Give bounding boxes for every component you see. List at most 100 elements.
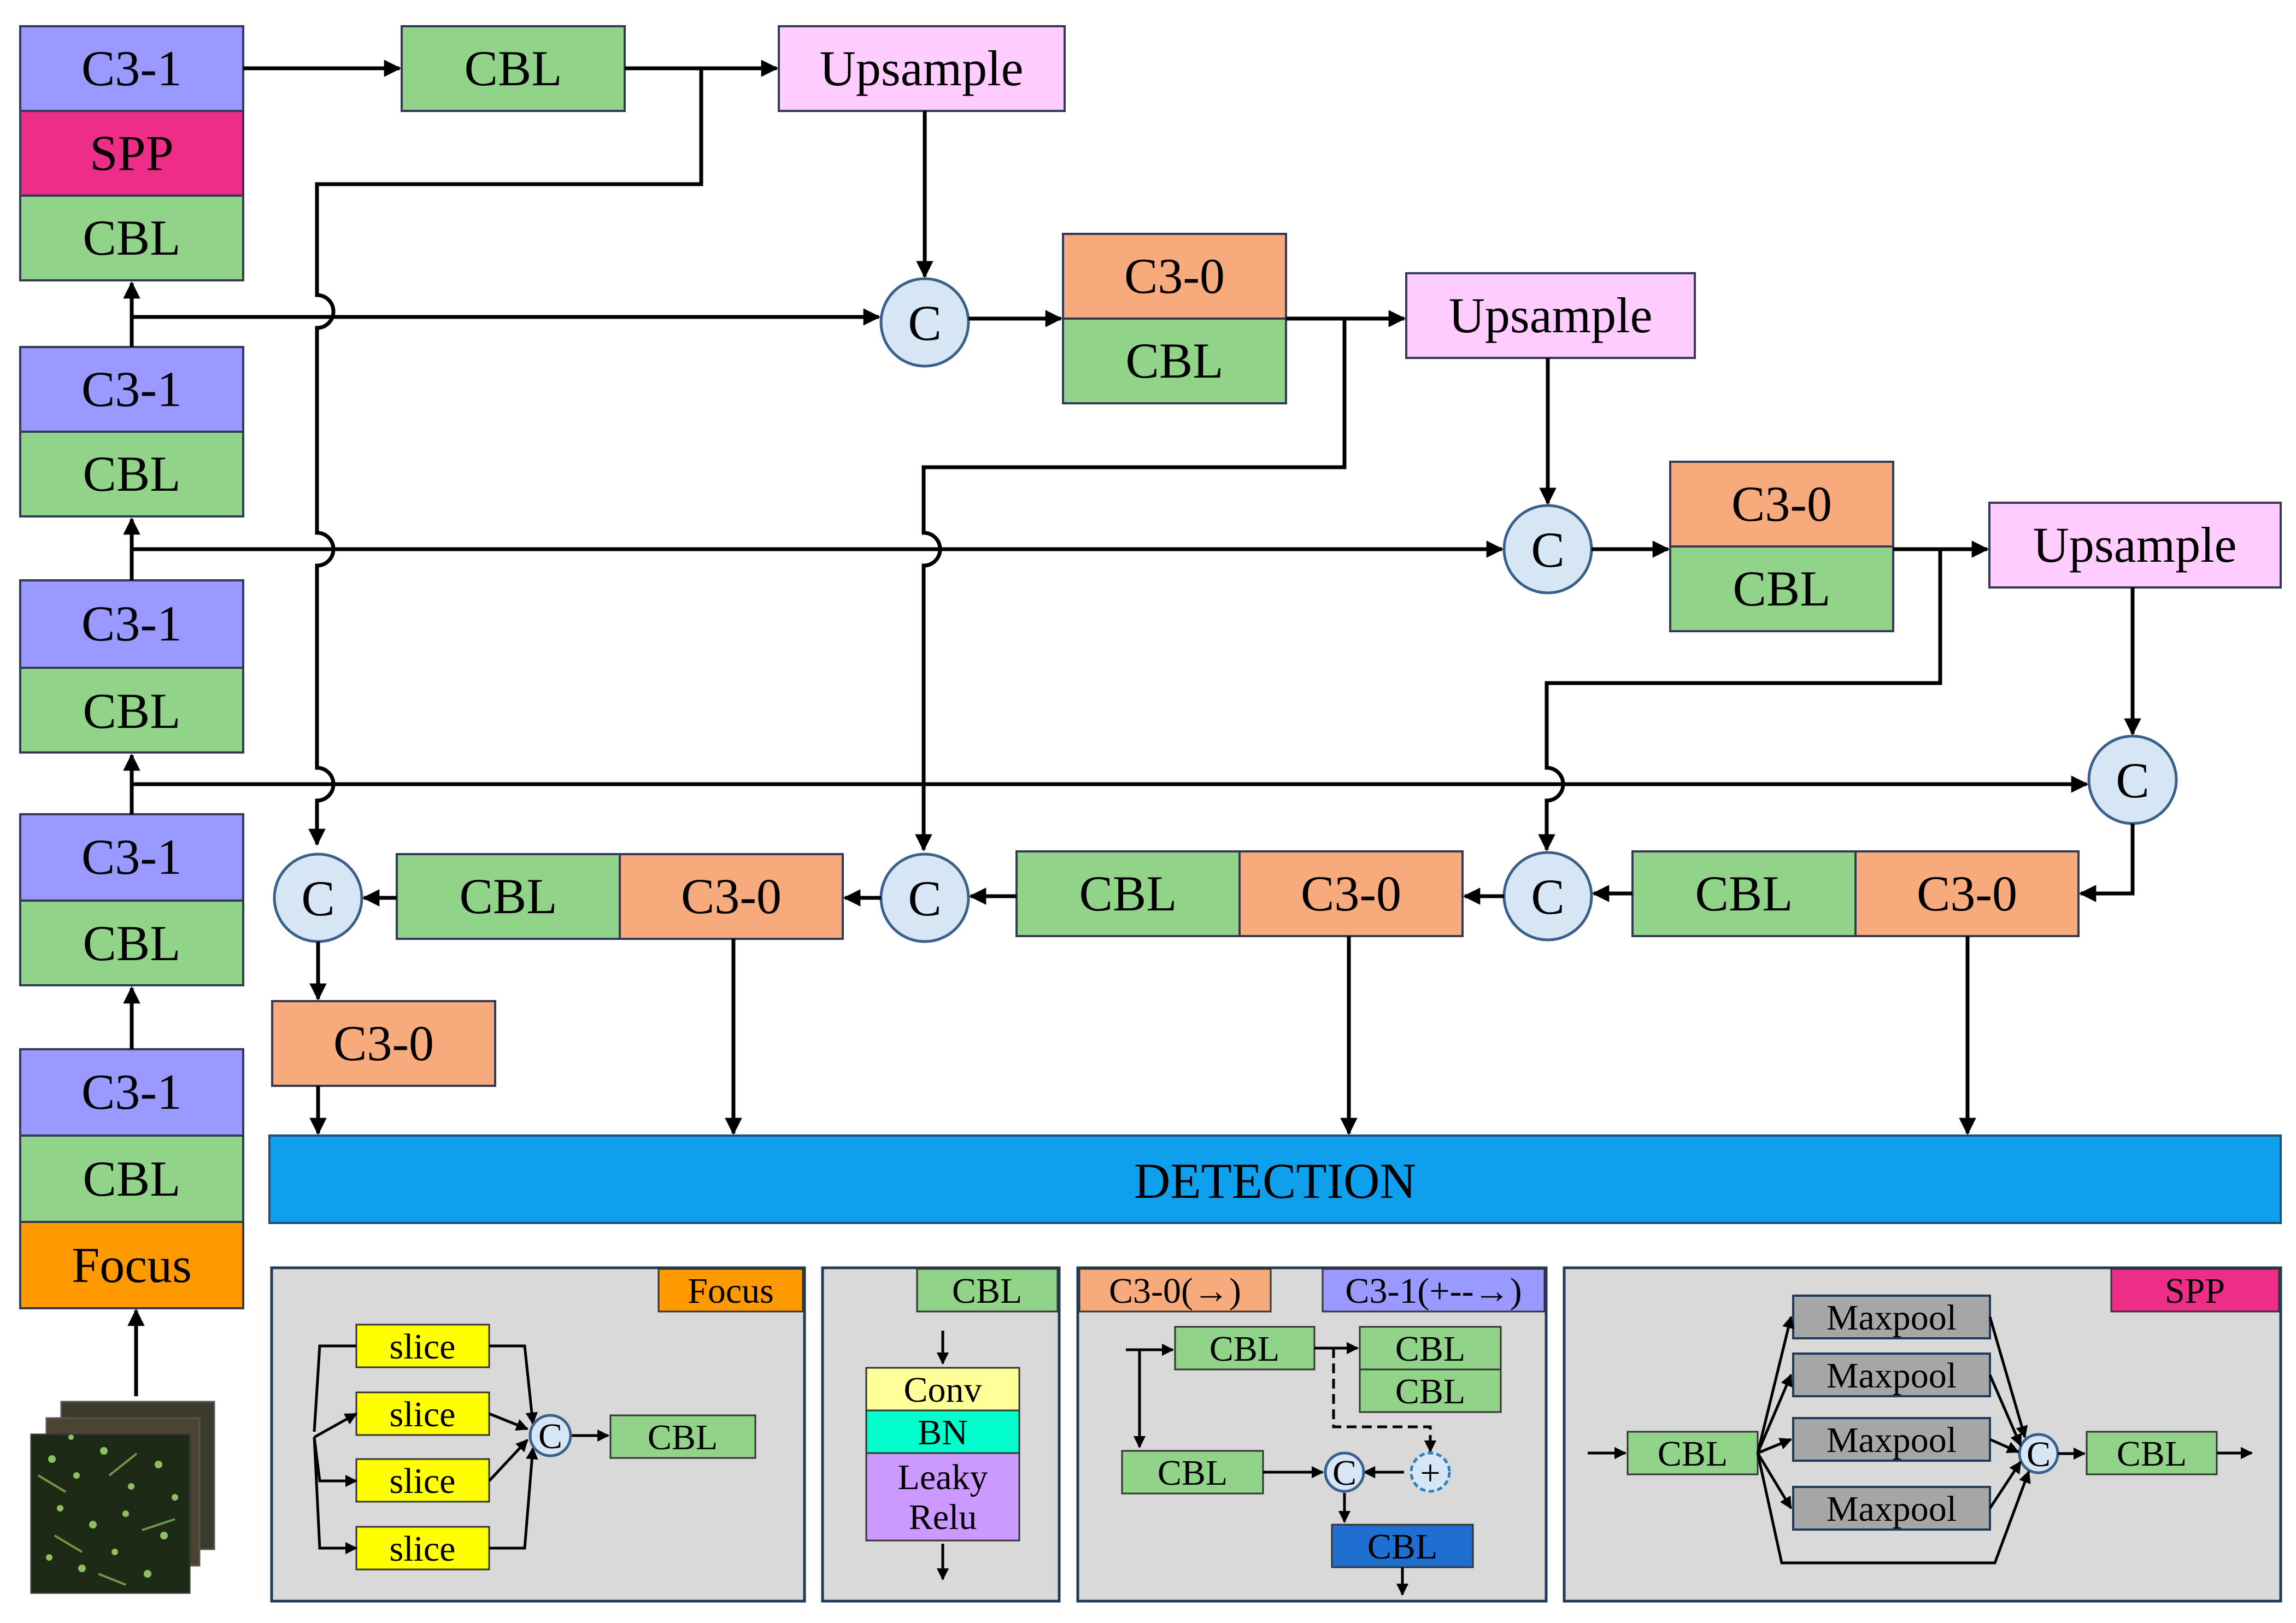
- legend-focus: Focus slice slice slice slice C CBL: [270, 1266, 806, 1603]
- head-c30-2: [1238, 850, 1464, 937]
- legend-spp-maxpool-3: Maxpool: [1827, 1420, 1957, 1460]
- backbone-focus-label: Focus: [72, 1237, 192, 1293]
- concat-3-label: C: [2116, 752, 2149, 808]
- legend-spp-title: SPP: [2165, 1271, 2225, 1311]
- backbone-cbl-1-label: CBL: [83, 210, 181, 266]
- backbone-c31-3-label: C3-1: [81, 596, 182, 651]
- backbone-c31-4-label: C3-1: [81, 829, 182, 885]
- neck-c30-1: [1062, 233, 1287, 320]
- legend-focus-slice-3: slice: [390, 1461, 456, 1501]
- head-c30-1-label: C3-0: [681, 868, 782, 924]
- head-c30-0-label: C3-0: [333, 1015, 434, 1071]
- legend-focus-slice-2: slice: [390, 1395, 456, 1434]
- input-image-stack: [30, 1401, 215, 1594]
- legend-focus-concat: C: [538, 1416, 562, 1456]
- head-cbl-3: [1631, 850, 1857, 937]
- upsample-1-label: Upsample: [819, 40, 1023, 96]
- backbone-cbl-5-label: CBL: [83, 1151, 181, 1207]
- backbone-cbl-1: [19, 195, 244, 281]
- legend-focus-slice-1: slice: [390, 1327, 456, 1367]
- backbone-cbl-2: [19, 431, 244, 518]
- head-c30-0: [271, 1000, 496, 1087]
- backbone-cbl-4: [19, 899, 244, 986]
- legend-c3-cbl-4: CBL: [1158, 1453, 1228, 1493]
- upsample-2-label: Upsample: [1448, 287, 1652, 343]
- legend-spp-cbl-in: CBL: [1658, 1434, 1728, 1474]
- legend-focus-cbl: CBL: [648, 1418, 718, 1457]
- backbone-c31-1-label: C3-1: [81, 40, 182, 96]
- legend-c3-cbl-1: CBL: [1209, 1329, 1279, 1369]
- upsample-2: [1405, 272, 1696, 359]
- head-cbl-3-label: CBL: [1695, 866, 1793, 921]
- concat-1: [879, 277, 970, 368]
- legend-cbl-relu: Relu: [909, 1497, 977, 1537]
- concat-5-label: C: [908, 871, 941, 926]
- legend-c3-title-c31: C3-1(+--→): [1345, 1271, 1522, 1311]
- upsample-3-label: Upsample: [2033, 517, 2236, 573]
- legend-spp-maxpool-4: Maxpool: [1827, 1489, 1957, 1529]
- legend-c3-cbl-2: CBL: [1395, 1329, 1465, 1369]
- neck-c30-1-label: C3-0: [1124, 248, 1225, 304]
- legend-focus-slice-4: slice: [390, 1529, 456, 1569]
- backbone-cbl-2-label: CBL: [83, 446, 181, 502]
- legend-cbl: CBL Conv BN Leaky Relu: [821, 1266, 1061, 1603]
- backbone-c31-1: [19, 25, 244, 112]
- head-c30-1: [619, 853, 844, 940]
- backbone-spp: [19, 110, 244, 197]
- neck-c30-2-label: C3-0: [1731, 476, 1832, 532]
- legend-cbl-leaky: Leaky: [898, 1457, 988, 1497]
- neck-top: CBL Upsample C C3-0 CBL Upsample C C3-0 …: [401, 25, 2282, 825]
- neck-c30-2: [1669, 461, 1894, 548]
- neck-cbl-3: [1669, 545, 1894, 632]
- head-c30-3-label: C3-0: [1917, 866, 2017, 921]
- concat-4-label: C: [1531, 869, 1564, 925]
- head-cbl-1-label: CBL: [460, 868, 557, 924]
- legend-cbl-bn: BN: [918, 1413, 968, 1453]
- legend-spp: SPP CBL Maxpool Maxpool Maxpool Maxpool …: [1563, 1266, 2282, 1603]
- backbone-cbl-3: [19, 667, 244, 754]
- legend-c3-cbl-dark: CBL: [1367, 1527, 1437, 1567]
- legend-c3-add: +: [1420, 1453, 1440, 1493]
- connections: [132, 60, 2141, 1136]
- neck-cbl-top-label: CBL: [465, 40, 562, 96]
- legend-spp-concat: C: [2027, 1434, 2051, 1474]
- concat-6-label: C: [301, 871, 334, 926]
- neck-cbl-2: [1062, 317, 1287, 404]
- upsample-3: [1988, 502, 2282, 589]
- legend-c3-title-c30: C3-0(→): [1109, 1271, 1241, 1311]
- backbone-cbl-4-label: CBL: [83, 915, 181, 971]
- head-c30-2-label: C3-0: [1301, 866, 1401, 921]
- backbone-c31-2-label: C3-1: [81, 361, 182, 417]
- backbone-c31-5-label: C3-1: [81, 1064, 182, 1120]
- backbone-c31-3: [19, 579, 244, 669]
- backbone-c31-5: [19, 1048, 244, 1137]
- legend-spp-maxpool-2: Maxpool: [1827, 1356, 1957, 1396]
- legend-cbl-title: CBL: [952, 1271, 1022, 1311]
- neck-bottom: CBL C3-0 C CBL C3-0 C CBL C3-0 C C3-0: [271, 850, 2080, 1087]
- head-cbl-2-label: CBL: [1079, 866, 1177, 921]
- legend-cbl-conv: Conv: [903, 1370, 982, 1410]
- concat-2-label: C: [1531, 522, 1564, 578]
- neck-cbl-3-label: CBL: [1733, 561, 1831, 616]
- concat-1-label: C: [908, 295, 941, 351]
- neck-cbl-top: [401, 25, 626, 112]
- legend-spp-maxpool-1: Maxpool: [1827, 1298, 1957, 1338]
- legend-focus-title: Focus: [688, 1271, 774, 1311]
- backbone-focus: [19, 1221, 244, 1309]
- upsample-1: [778, 25, 1066, 112]
- backbone: C3-1 SPP CBL C3-1 CBL C3-1 CBL C3-1 CBL …: [19, 25, 244, 1309]
- head-c30-3: [1854, 850, 2080, 937]
- detection-bar: [268, 1134, 2282, 1224]
- detection-label: DETECTION: [1134, 1153, 1416, 1209]
- legend-spp-cbl-out: CBL: [2117, 1434, 2187, 1474]
- head-cbl-1: [396, 853, 621, 940]
- backbone-c31-2: [19, 346, 244, 433]
- backbone-spp-label: SPP: [90, 125, 174, 181]
- backbone-c31-4: [19, 813, 244, 902]
- neck-cbl-2-label: CBL: [1126, 333, 1224, 389]
- legend-c3-concat: C: [1332, 1453, 1357, 1493]
- legend-c3-cbl-3: CBL: [1395, 1372, 1465, 1412]
- backbone-cbl-3-label: CBL: [83, 683, 181, 739]
- backbone-cbl-5: [19, 1134, 244, 1223]
